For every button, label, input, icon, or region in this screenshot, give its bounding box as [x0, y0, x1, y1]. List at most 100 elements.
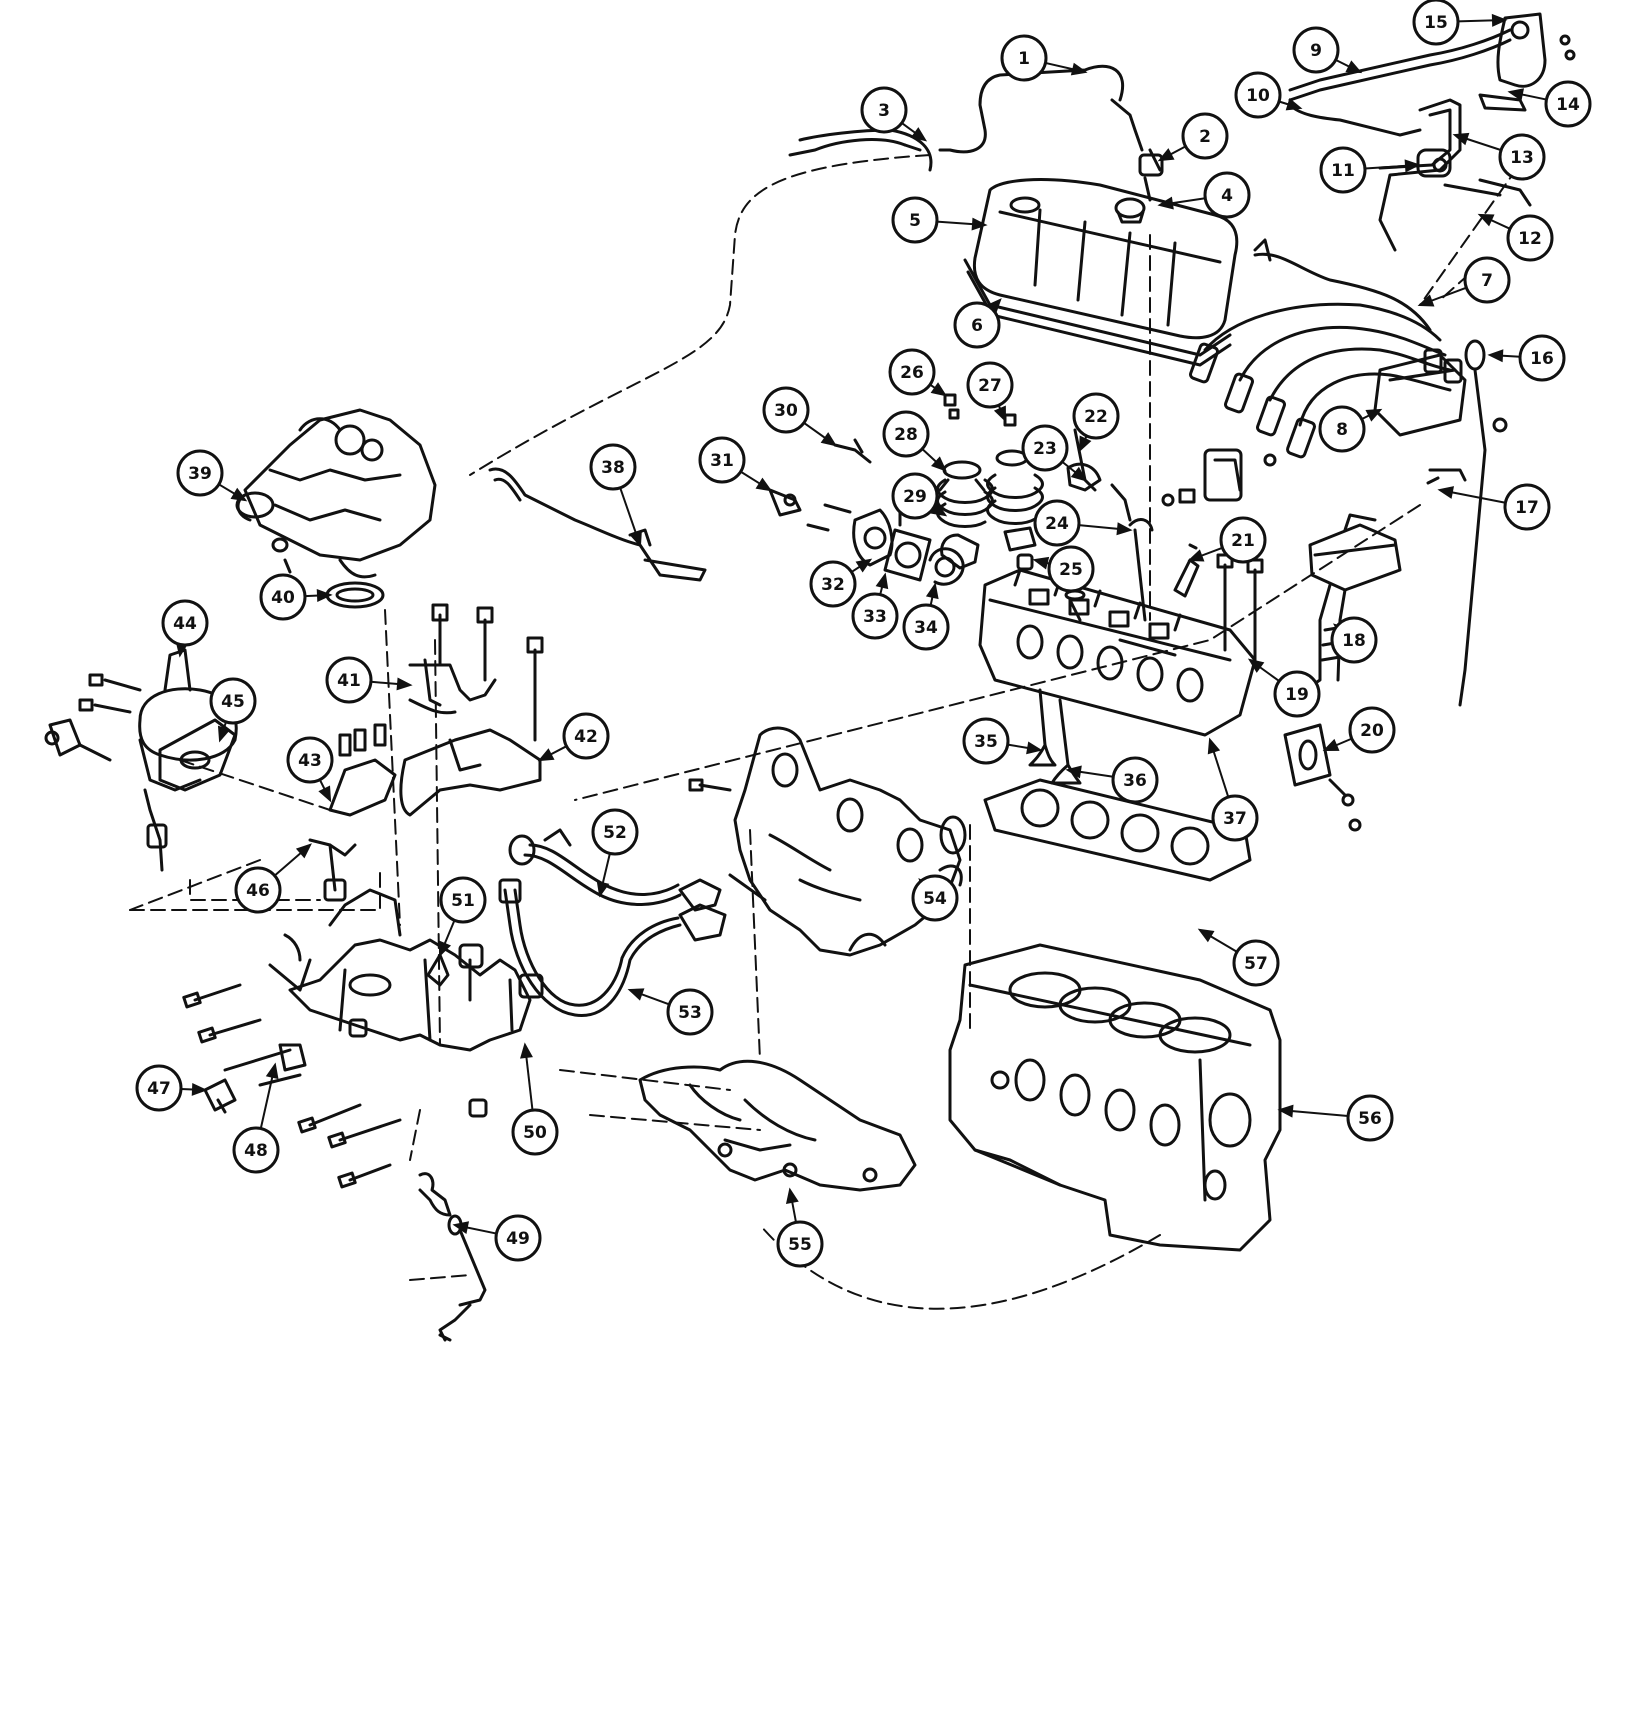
callout-28: 28 — [882, 410, 930, 458]
callout-number: 47 — [147, 1079, 171, 1099]
callout-circle — [1203, 171, 1251, 219]
callout-41: 41 — [325, 656, 373, 704]
legend-item-29 — [400, 1666, 432, 1689]
callout-number: 51 — [451, 891, 475, 911]
fuel-pump-part — [1478, 12, 1576, 112]
legend-item-50 — [1218, 1507, 1250, 1530]
legend-item-46 — [1218, 1416, 1250, 1439]
callout-arrowhead-47 — [191, 1082, 208, 1096]
callout-circle — [232, 1126, 280, 1174]
callout-number: 49 — [506, 1229, 530, 1249]
callout-number: 55 — [788, 1235, 812, 1255]
callout-arrowhead-23 — [1070, 466, 1088, 482]
callout-arrowhead-49 — [452, 1221, 470, 1234]
callout-circle — [176, 449, 224, 497]
callout-number: 35 — [974, 732, 998, 752]
callout-number: 2 — [1199, 127, 1211, 147]
callout-circle — [234, 866, 282, 914]
callout-number: 46 — [246, 881, 270, 901]
callout-40: 40 — [259, 573, 307, 621]
callout-arrowhead-41 — [396, 677, 413, 691]
legend-item-17 — [400, 1393, 432, 1416]
callout-arrowhead-20 — [1322, 738, 1340, 752]
callout-7: 7 — [1463, 256, 1511, 304]
callout-2: 2 — [1181, 112, 1229, 160]
callout-arrowhead-26 — [930, 382, 948, 397]
callout-arrowhead-38 — [629, 530, 642, 548]
callout-arrowhead-28 — [931, 456, 947, 472]
callout-circle — [1181, 112, 1229, 160]
callout-circle — [1219, 516, 1267, 564]
callout-circle — [1033, 499, 1081, 547]
callout-27: 27 — [966, 361, 1014, 409]
legend-item-27 — [400, 1621, 432, 1644]
carburetor-part — [235, 408, 437, 579]
water-outlet-parts — [768, 438, 965, 586]
callout-number: 52 — [603, 823, 627, 843]
callout-arrowhead-32 — [855, 558, 873, 573]
callout-circle — [891, 196, 939, 244]
vent-valve-part — [1138, 153, 1164, 202]
callout-circle — [1463, 256, 1511, 304]
callout-number: 34 — [914, 618, 938, 638]
callout-number: 11 — [1331, 161, 1355, 181]
callout-arrowhead-45 — [217, 725, 231, 743]
legend-item-36 — [770, 1507, 802, 1530]
dipstick-tube-part — [1426, 417, 1508, 485]
callout-36: 36 — [1111, 756, 1159, 804]
callout-arrowhead-37 — [1207, 737, 1221, 755]
legend-item-2 — [48, 1393, 80, 1416]
callout-42: 42 — [562, 712, 610, 760]
callout-number: 13 — [1510, 148, 1534, 168]
callout-arrowhead-30 — [820, 432, 838, 447]
callout-arrowhead-8 — [1365, 408, 1383, 422]
legend-item-24 — [400, 1552, 432, 1575]
callout-circle — [776, 1220, 824, 1268]
brace-part — [418, 1172, 487, 1342]
cylinder-head-part — [978, 568, 1257, 737]
dipstick-part — [1458, 339, 1487, 707]
callout-30: 30 — [762, 386, 810, 434]
callout-circle — [1021, 424, 1069, 472]
callout-circle — [209, 677, 257, 725]
legend-item-56 — [1218, 1644, 1250, 1667]
legend-item-4 — [48, 1438, 80, 1461]
callout-arrowhead-55 — [785, 1187, 799, 1204]
callout-circle — [762, 386, 810, 434]
callout-circle — [902, 603, 950, 651]
callout-number: 1 — [1018, 49, 1030, 69]
callout-circle — [259, 573, 307, 621]
legend-item-22 — [400, 1507, 432, 1530]
callout-arrowhead-1 — [1070, 62, 1088, 76]
callout-arrowhead-17 — [1437, 486, 1455, 499]
callout-circle — [698, 436, 746, 484]
callout-circle — [1234, 71, 1282, 119]
callout-circle — [1318, 405, 1366, 453]
callout-3: 3 — [860, 86, 908, 134]
legend-item-54 — [1218, 1598, 1250, 1621]
legend-item-11 — [48, 1598, 80, 1621]
legend-item-23 — [400, 1530, 432, 1553]
callout-arrowhead-5 — [971, 217, 988, 231]
callout-arrowhead-42 — [537, 748, 555, 762]
callout-circle — [1412, 0, 1460, 46]
rocker-arm-cover-part — [972, 178, 1239, 340]
callout-23: 23 — [1021, 424, 1069, 472]
tube-assembly-53-part — [498, 878, 727, 1017]
callout-number: 9 — [1310, 41, 1322, 61]
legend-item-5 — [48, 1461, 80, 1484]
callout-circle — [666, 988, 714, 1036]
legend-item-53 — [1218, 1575, 1250, 1598]
cylinder-head-bolts-part — [1216, 553, 1264, 662]
legend-item-33 — [770, 1438, 802, 1461]
callout-18: 18 — [1330, 616, 1378, 664]
callout-number: 36 — [1123, 771, 1147, 791]
callout-arrowhead-48 — [265, 1062, 279, 1080]
callout-number: 32 — [821, 575, 845, 595]
spark-plug-part — [1173, 543, 1200, 598]
grommet-part — [1114, 197, 1146, 224]
callout-17: 17 — [1503, 483, 1551, 531]
callout-24: 24 — [1033, 499, 1081, 547]
callout-number: 19 — [1285, 685, 1309, 705]
callout-circle — [1330, 616, 1378, 664]
